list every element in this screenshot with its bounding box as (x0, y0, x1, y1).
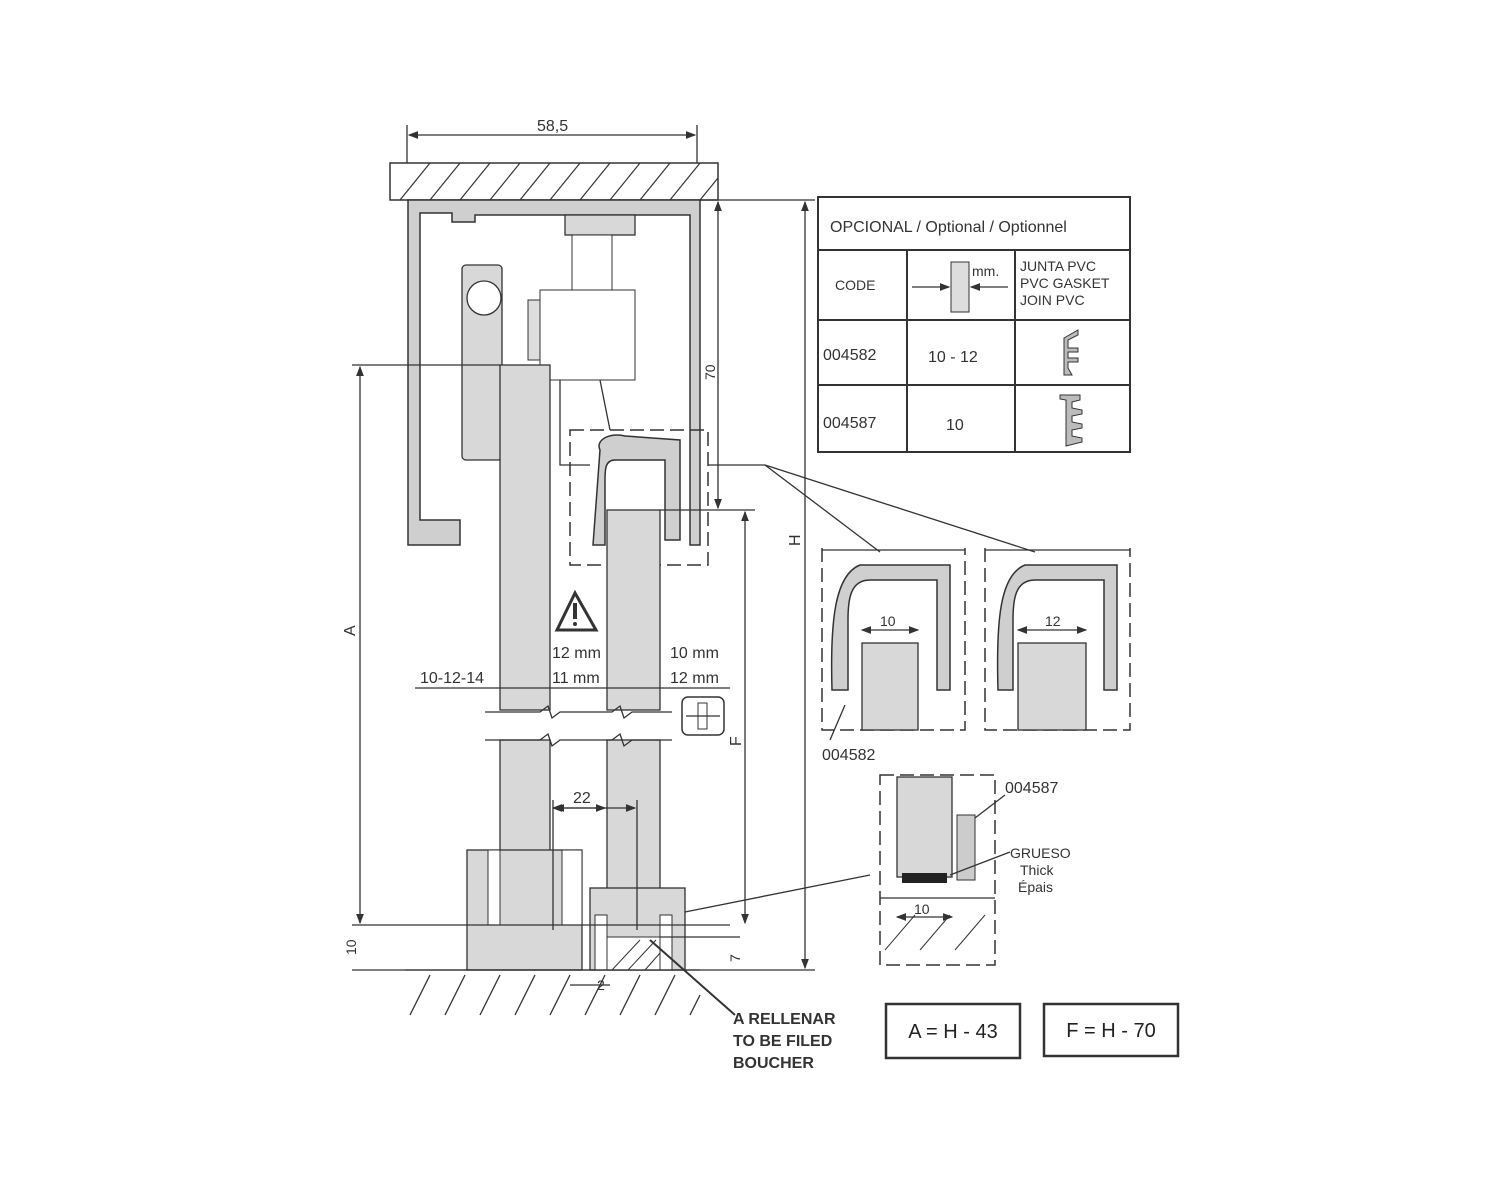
dimensions-F-text: F (728, 736, 745, 746)
optional_table-rows-1-code-text: 004587 (823, 415, 876, 432)
dimensions-gap_22-text: 22 (573, 790, 591, 807)
dimensions-glass_right_2-text: 12 mm (670, 670, 719, 687)
details-detail_3_code-text: 004587 (1005, 780, 1058, 797)
formulas-1-text: F = H - 70 (1066, 1020, 1155, 1042)
fill_note-1-text: TO BE FILED (733, 1033, 832, 1050)
formula-A: A = H - 43 (884, 1002, 1022, 1060)
optional_table-rows-0-mm-text: 10 - 12 (928, 349, 978, 366)
dimensions-glass_left-text: 10-12-14 (420, 670, 484, 687)
dimensions-track_height-text: 70 (702, 364, 718, 380)
dimensions-H-text: H (787, 534, 804, 546)
dim-H: H (700, 199, 815, 971)
details-detail_1_code-text: 004582 (822, 747, 875, 764)
dim-A: A (342, 364, 500, 925)
optional_table-headers-gasket-1-text: PVC GASKET (1020, 275, 1110, 291)
fill-note: A RELLENAR TO BE FILED BOUCHER (649, 939, 836, 1072)
details-detail_3_label-1-text: Thick (1020, 862, 1054, 878)
dim-F: F (660, 509, 755, 925)
optional_table-headers-mm-text: mm. (972, 263, 999, 279)
formula-F: F = H - 70 (1042, 1002, 1180, 1058)
bottom-guide: 10 7 22 2 (343, 790, 871, 993)
dimensions-A-text: A (342, 625, 359, 636)
fill_note-2-text: BOUCHER (733, 1055, 814, 1072)
optional-gasket-table: OPCIONAL / Optional / Optionnel CODE mm.… (817, 196, 1131, 453)
warning-icon (554, 589, 599, 632)
dimensions-glass_mid_2-text: 11 mm (552, 670, 600, 687)
dim-top-width: 58,5 (406, 118, 698, 165)
fill_note-0-text: A RELLENAR (733, 1011, 836, 1028)
ceiling (389, 162, 719, 201)
formulas-0-text: A = H - 43 (908, 1021, 998, 1043)
optional_table-headers-code-text: CODE (835, 277, 875, 293)
dimensions-bottom_7-text: 7 (727, 954, 743, 962)
dimensions-glass_right_1-text: 10 mm (670, 645, 719, 662)
details-detail_2_width-text: 12 (1045, 613, 1061, 629)
optional_table-headers-gasket-2-text: JOIN PVC (1020, 292, 1085, 308)
glass-thickness-dims: 10-12-14 12 mm 11 mm 10 mm 12 mm (415, 645, 730, 736)
detail-gasket-12: 12 (984, 548, 1131, 731)
details-detail_3_width-text: 10 (914, 901, 930, 917)
details-detail_3_label-0-text: GRUESO (1010, 845, 1071, 861)
floor (405, 969, 701, 1016)
details-detail_3_label-2-text: Épais (1018, 879, 1053, 895)
dimensions-top_width-text: 58,5 (537, 118, 568, 135)
gasket-004582-icon (1063, 329, 1079, 376)
dim-70: 70 (702, 200, 722, 510)
dimensions-bottom_10-text: 10 (343, 939, 359, 955)
optional_table-headers-gasket-0-text: JUNTA PVC (1020, 258, 1096, 274)
top-track-profile (407, 199, 709, 566)
dimensions-glass_mid_1-text: 12 mm (552, 645, 601, 662)
detail-gasket-10: 10 004582 (821, 548, 966, 764)
optional_table-title-text: OPCIONAL / Optional / Optionnel (830, 219, 1067, 236)
optional_table-rows-1-mm-text: 10 (946, 417, 964, 434)
optional_table-rows-0-code-text: 004582 (823, 347, 876, 364)
details-detail_1_width-text: 10 (880, 613, 896, 629)
detail-bottom-gasket: 10 004587 GRUESO Thick Épais (879, 774, 1071, 966)
dimensions-gap_2-text: 2 (597, 977, 605, 993)
gasket-004587-icon (1059, 394, 1083, 447)
